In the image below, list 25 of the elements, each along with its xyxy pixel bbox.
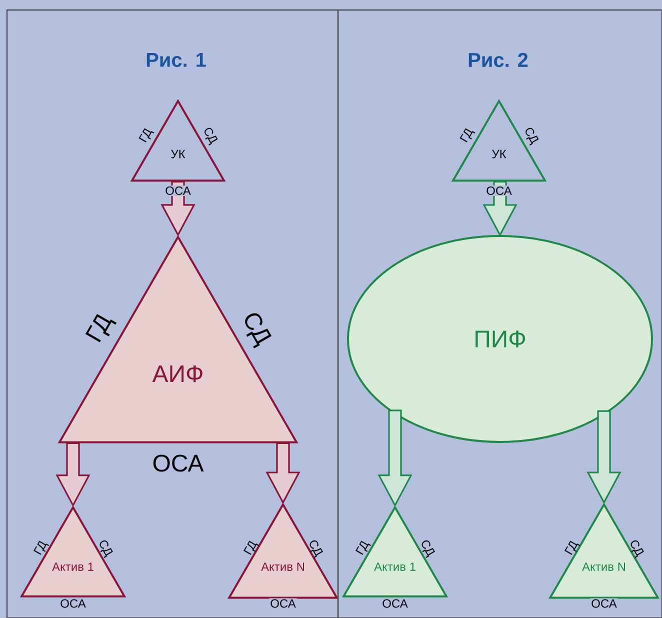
side-label: ОСА — [164, 185, 192, 196]
side-label: СД — [422, 540, 435, 558]
arrow — [56, 442, 90, 508]
side-label: СД — [100, 540, 113, 558]
side-label: ГД — [244, 540, 260, 555]
side-label: СД — [630, 540, 644, 558]
side-label: ГД — [564, 540, 580, 555]
side-label: ОСА — [485, 185, 513, 196]
side-label: ОСА — [59, 598, 87, 609]
side-label: ГД — [460, 128, 476, 142]
side-label: СД — [245, 313, 272, 348]
side-label: СД — [310, 540, 323, 558]
side-label: ОСА — [590, 598, 618, 609]
side-label: ГД — [356, 540, 372, 555]
arrow — [378, 410, 412, 508]
side-label: СД — [526, 128, 539, 146]
side-label: ГД — [85, 314, 117, 342]
side-label: ОСА — [151, 454, 205, 473]
arrow — [586, 410, 622, 504]
side-label: ГД — [34, 540, 50, 555]
arrow — [266, 442, 300, 504]
side-label: ОСА — [381, 598, 409, 609]
side-label: ОСА — [269, 598, 297, 609]
side-label: ГД — [138, 128, 154, 142]
side-label: СД — [204, 128, 218, 146]
